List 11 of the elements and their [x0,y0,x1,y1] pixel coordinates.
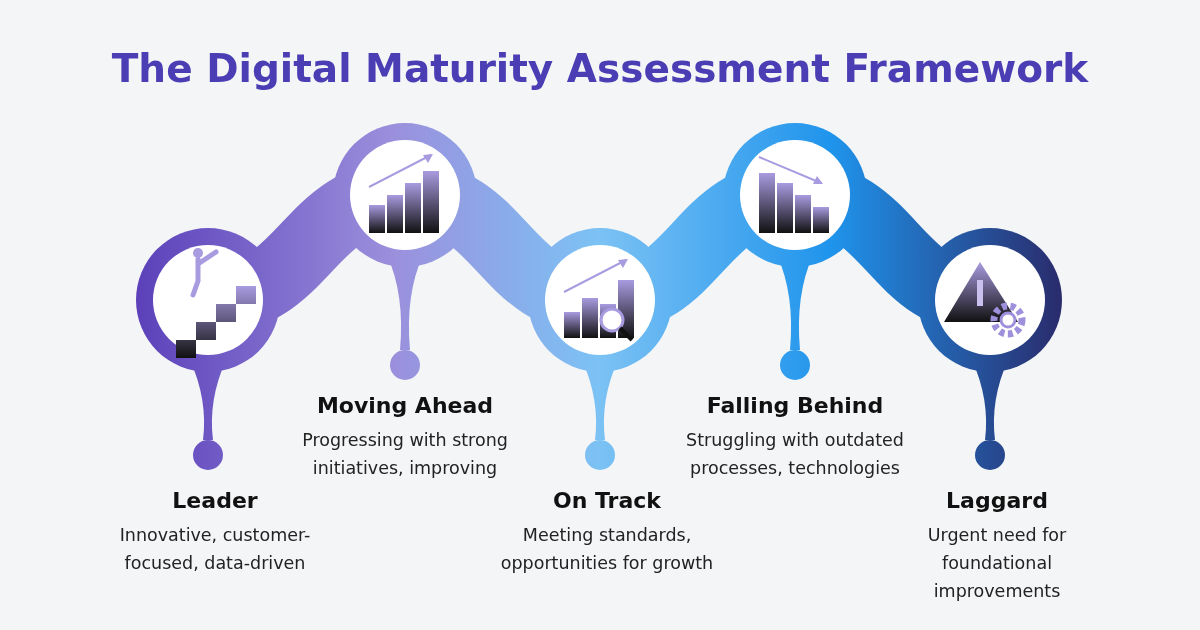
stage-description: Innovative, customer-focused, data-driven [118,524,312,575]
stage-heading: Moving Ahead [316,393,494,418]
stage-description: Meeting standards, opportunities for growth [499,524,715,575]
stage-heading: Laggard [946,488,1048,513]
stage-description: Progressing with strong initiatives, improving [301,429,509,480]
title: The Digital Maturity Assessment Framework [111,46,1089,91]
stage-description: Urgent need for foundational improvements [926,524,1068,603]
stage-heading: Falling Behind [706,393,884,418]
stage-description: Struggling with outdated processes, technologies [685,429,905,480]
stage-heading: Leader [172,488,258,513]
stage-heading: On Track [553,488,661,513]
